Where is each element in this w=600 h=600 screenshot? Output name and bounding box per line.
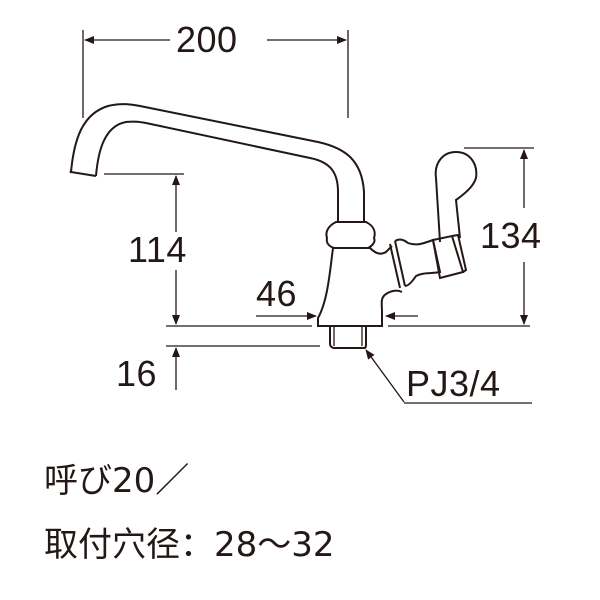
dim-lever-height: 134 [480,215,542,256]
dim-thread: PJ3/4 [406,363,501,404]
dim-body-width: 46 [256,273,298,314]
spec-nominal-size: 呼び20／ [44,461,190,501]
valve-body [333,245,393,255]
dim-spout-reach: 200 [176,19,238,60]
dim-200-lines [82,30,349,118]
collar [325,221,376,249]
spout [70,103,365,222]
lever-handle [434,150,478,243]
shank [329,326,367,349]
spec-mounting-hole: 取付穴径：28～32 [44,525,335,565]
dim-spout-height: 114 [128,229,187,270]
dim-shank-length: 16 [116,353,158,394]
